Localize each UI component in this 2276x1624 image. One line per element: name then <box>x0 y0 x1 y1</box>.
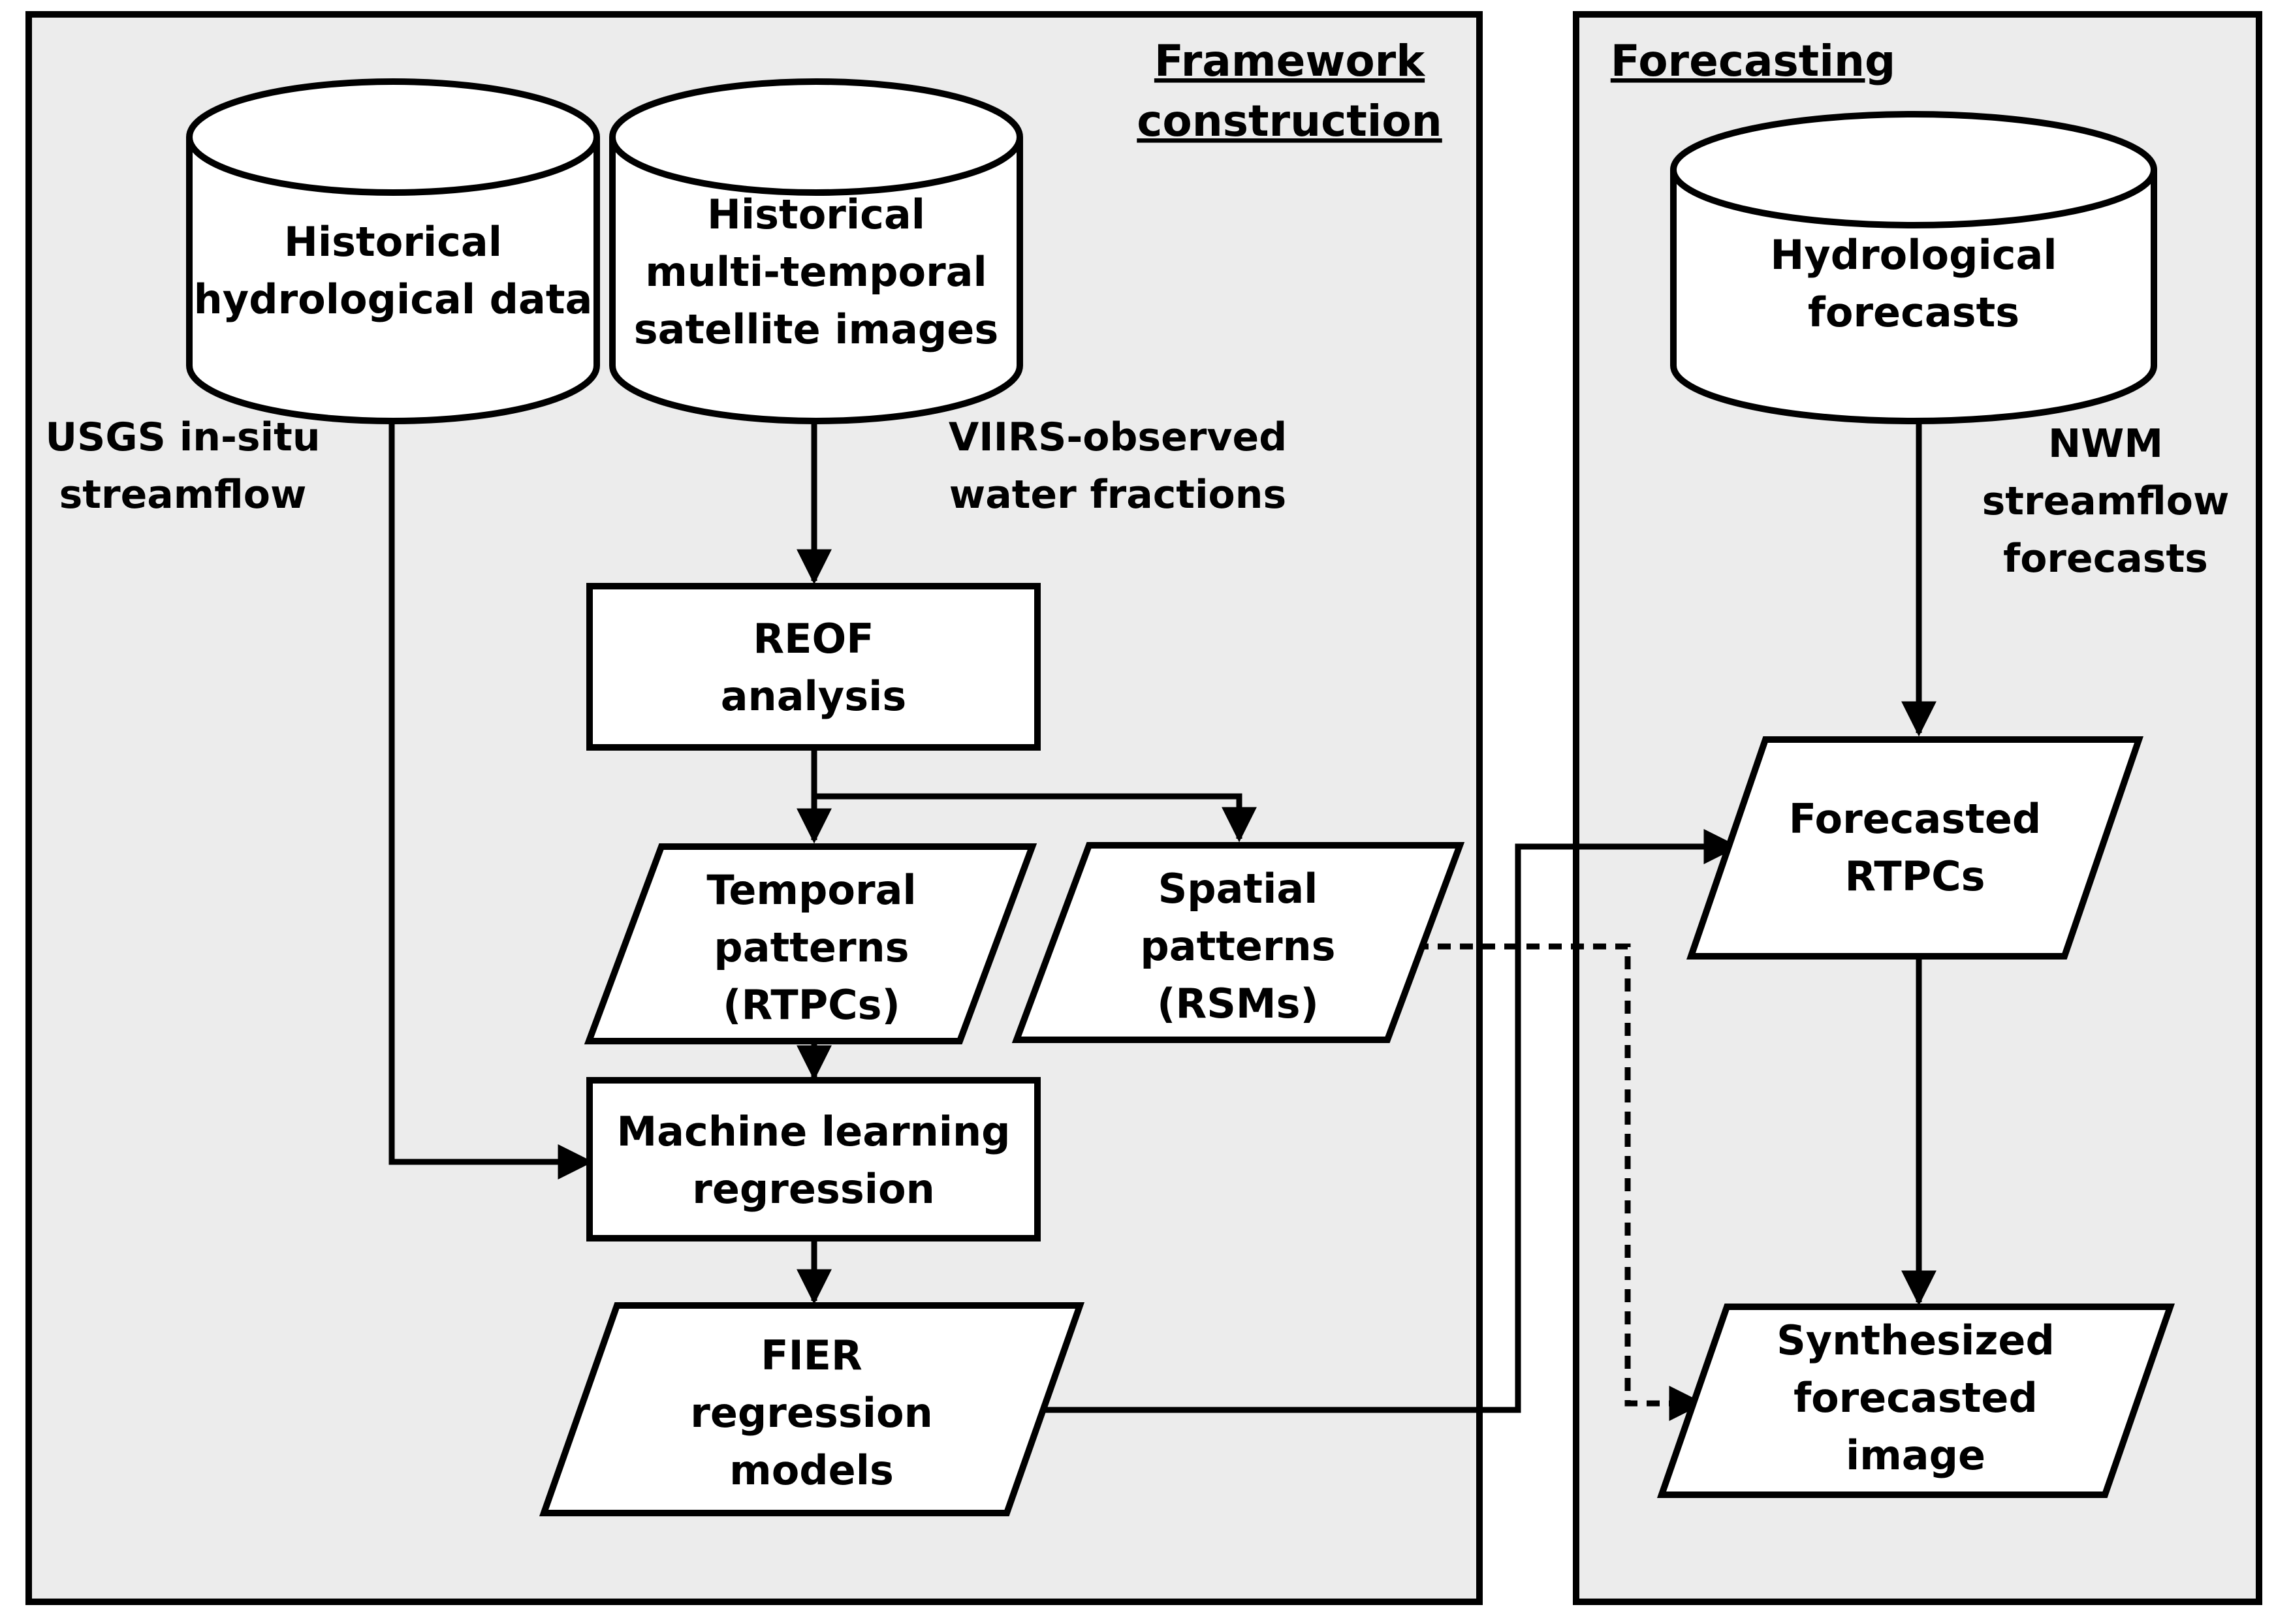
framework-panel-title: Framework construction <box>1137 36 1442 146</box>
nwm-streamflow-forecasts-label: NWM streamflow forecasts <box>1982 421 2230 582</box>
ml-regression-label-line: regression <box>692 1165 934 1213</box>
hydrological-forecasts-label-line: forecasts <box>1808 289 2019 336</box>
reof-analysis-box: REOF analysis <box>586 583 1041 751</box>
hydrological-forecasts-label: Hydrological forecasts <box>1770 231 2057 336</box>
nwm-streamflow-forecasts-label-line: NWM <box>2048 421 2163 467</box>
nwm-streamflow-forecasts-label-line: streamflow <box>1982 478 2230 524</box>
spatial-patterns-label-line: patterns <box>1140 922 1335 970</box>
temporal-patterns-label: Temporal patterns (RTPCs) <box>706 866 916 1029</box>
fier-regression-models-label: FIER regression models <box>690 1332 932 1494</box>
connectors <box>388 418 1936 1421</box>
reof-analysis-label-line: REOF <box>753 615 874 663</box>
temporal-patterns-label-line: (RTPCs) <box>723 981 900 1029</box>
viirs-water-fractions-label-line: water fractions <box>949 472 1286 518</box>
spatial-patterns-label-line: (RSMs) <box>1157 980 1319 1027</box>
usgs-streamflow-label-line: streamflow <box>59 472 307 518</box>
historical-satellite-images-label-line: satellite images <box>634 305 998 353</box>
usgs-streamflow-label-line: USGS in-situ <box>45 414 320 460</box>
spatial-patterns-label: Spatial patterns (RSMs) <box>1140 865 1335 1027</box>
temporal-patterns-node: Temporal patterns (RTPCs) <box>584 843 1037 1044</box>
nwm-streamflow-forecasts-label-line: forecasts <box>2003 536 2208 582</box>
ml-regression-label-line: Machine learning <box>616 1108 1010 1155</box>
usgs-streamflow-label: USGS in-situ streamflow <box>45 414 320 518</box>
historical-hydrological-data-label-line: Historical <box>284 218 502 266</box>
historical-satellite-images-label-line: multi-temporal <box>645 248 987 296</box>
forecasting-panel-title-line: Forecasting <box>1611 36 1895 86</box>
viirs-water-fractions-label: VIIRS-observed water fractions <box>949 414 1287 518</box>
forecasted-rtpcs-label-line: RTPCs <box>1844 852 1985 900</box>
arrow-fier-to-forecasted-rtpcs <box>1043 829 1739 1413</box>
synthesized-forecasted-image-label-line: image <box>1846 1431 1985 1479</box>
ml-regression-label: Machine learning regression <box>616 1108 1010 1213</box>
arrow-reof-to-spatial-patterns <box>814 793 1257 843</box>
spatial-patterns-label-line: Spatial <box>1158 865 1318 913</box>
forecasting-panel-title: Forecasting <box>1611 36 1895 86</box>
synthesized-forecasted-image-node: Synthesized forecasted image <box>1656 1304 2175 1498</box>
historical-hydrological-data-label: Historical hydrological data <box>194 218 593 323</box>
fier-regression-models-label-line: models <box>729 1446 894 1494</box>
fier-regression-models-label-line: regression <box>690 1389 932 1437</box>
synthesized-forecasted-image-label-line: Synthesized <box>1777 1317 2055 1364</box>
historical-satellite-images-cylinder: Historical multi-temporal satellite images <box>609 78 1023 424</box>
synthesized-forecasted-image-label: Synthesized forecasted image <box>1777 1317 2055 1479</box>
historical-hydrological-data-label-line: hydrological data <box>194 275 593 323</box>
historical-satellite-images-label: Historical multi-temporal satellite images <box>634 191 998 353</box>
historical-hydrological-data-cylinder: Historical hydrological data <box>186 78 600 424</box>
hydrological-forecasts-label-line: Hydrological <box>1770 231 2057 279</box>
viirs-water-fractions-label-line: VIIRS-observed <box>949 414 1287 460</box>
temporal-patterns-label-line: Temporal <box>706 866 916 914</box>
spatial-patterns-node: Spatial patterns (RSMs) <box>1011 842 1465 1043</box>
framework-panel-title-line: Framework <box>1154 36 1426 86</box>
fier-regression-models-label-line: FIER <box>761 1332 862 1379</box>
reof-analysis-label: REOF analysis <box>721 615 907 720</box>
hydrological-forecasts-cylinder: Hydrological forecasts <box>1670 111 2157 424</box>
temporal-patterns-label-line: patterns <box>714 924 909 971</box>
fier-regression-models-node: FIER regression models <box>539 1302 1085 1516</box>
ml-regression-box: Machine learning regression <box>586 1077 1041 1241</box>
forecasted-rtpcs-label-line: Forecasted <box>1789 795 2042 843</box>
framework-panel-title-line: construction <box>1137 96 1442 146</box>
arrow-historical-hydrological-to-ml-regression <box>388 418 593 1179</box>
historical-satellite-images-label-line: Historical <box>707 191 925 238</box>
reof-analysis-label-line: analysis <box>721 672 907 720</box>
synthesized-forecasted-image-label-line: forecasted <box>1794 1374 2038 1422</box>
